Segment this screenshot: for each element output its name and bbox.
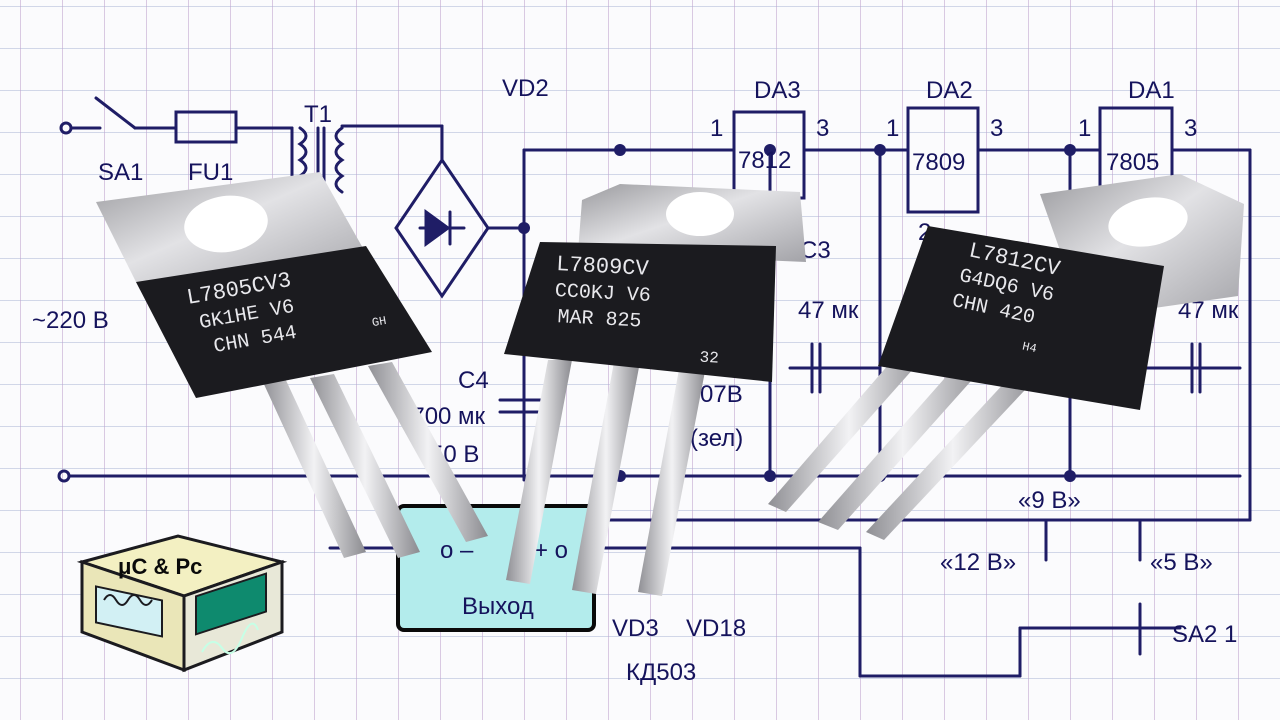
chip-body	[504, 242, 776, 382]
chip-leads	[262, 362, 488, 558]
chip-leads	[506, 360, 706, 596]
regulator-pin-in: 1	[886, 115, 899, 142]
regulator-name: DA3	[754, 77, 801, 104]
chip-mark: GH	[371, 314, 388, 330]
regulator-chip-l7809: L7809CV CC0KJ V6 MAR 825 32	[504, 184, 806, 596]
oscilloscope-screen-icon	[195, 572, 267, 636]
regulator-pin-in: 1	[1078, 115, 1091, 142]
fuse-label: FU1	[188, 159, 233, 186]
regulator-da2: DA2 1 3 7809 2	[886, 77, 1003, 246]
regulator-pin-out: 3	[1184, 115, 1197, 142]
regulator-pin-in: 1	[710, 115, 723, 142]
chip-tab-hole	[184, 195, 268, 253]
selector-label: SA2 1	[1172, 621, 1237, 648]
chip-leads	[768, 342, 1040, 540]
transformer-label: T1	[304, 101, 332, 128]
switch-label: SA1	[98, 159, 143, 186]
voltage-9v: «9 В»	[1018, 487, 1081, 514]
c3-value: 47 мк	[798, 297, 859, 324]
regulator-name: DA1	[1128, 77, 1175, 104]
diode-type-label: КД503	[626, 659, 696, 686]
regulator-da3: DA3 1 3 7812	[710, 77, 829, 174]
chip-marking-line: CC0KJ V6	[554, 280, 651, 308]
chip-body	[136, 246, 432, 398]
regulator-chip-l7805: L7805CV3 GK1HE V6 CHN 544 GH	[96, 172, 488, 558]
diode-vd3-label: VD3	[612, 615, 659, 642]
output-plus: + o	[534, 537, 568, 564]
chip-body	[878, 226, 1164, 410]
diode-vd18-label: VD18	[686, 615, 746, 642]
chip-tab-hole	[666, 192, 734, 236]
regulator-chip-l7812: L7812CV G4DQ6 V6 CHN 420 H4	[768, 174, 1244, 540]
voltage-5v: «5 В»	[1150, 549, 1213, 576]
regulator-part: 7809	[912, 149, 965, 176]
chip-marking-line: MAR 825	[557, 306, 642, 333]
regulator-name: DA2	[926, 77, 973, 104]
output-label: Выход	[462, 593, 534, 620]
chip-tab-hole	[1108, 197, 1188, 247]
voltage-12v: «12 В»	[940, 549, 1016, 576]
c4-label: C4	[458, 367, 489, 394]
regulator-part: 7805	[1106, 149, 1159, 176]
mains-label: ~220 В	[32, 307, 109, 334]
regulator-part: 7812	[738, 147, 791, 174]
led-color: (зел)	[690, 425, 743, 452]
regulator-pin-out: 3	[990, 115, 1003, 142]
regulator-da1: DA1 1 3 7805 2	[1078, 77, 1197, 246]
bridge-label: VD2	[502, 75, 549, 102]
chip-mark: 32	[699, 349, 719, 368]
output-minus: o –	[440, 537, 474, 564]
output-box: o – + o Выход	[396, 504, 596, 632]
logo-text: μC & Pc	[118, 554, 202, 579]
oscilloscope-screen-icon	[95, 585, 163, 638]
chip-marking-line: L7809CV	[556, 252, 650, 282]
chip-mark: H4	[1021, 339, 1038, 356]
regulator-pin-out: 3	[816, 115, 829, 142]
channel-logo: μC & Pc	[76, 534, 288, 673]
